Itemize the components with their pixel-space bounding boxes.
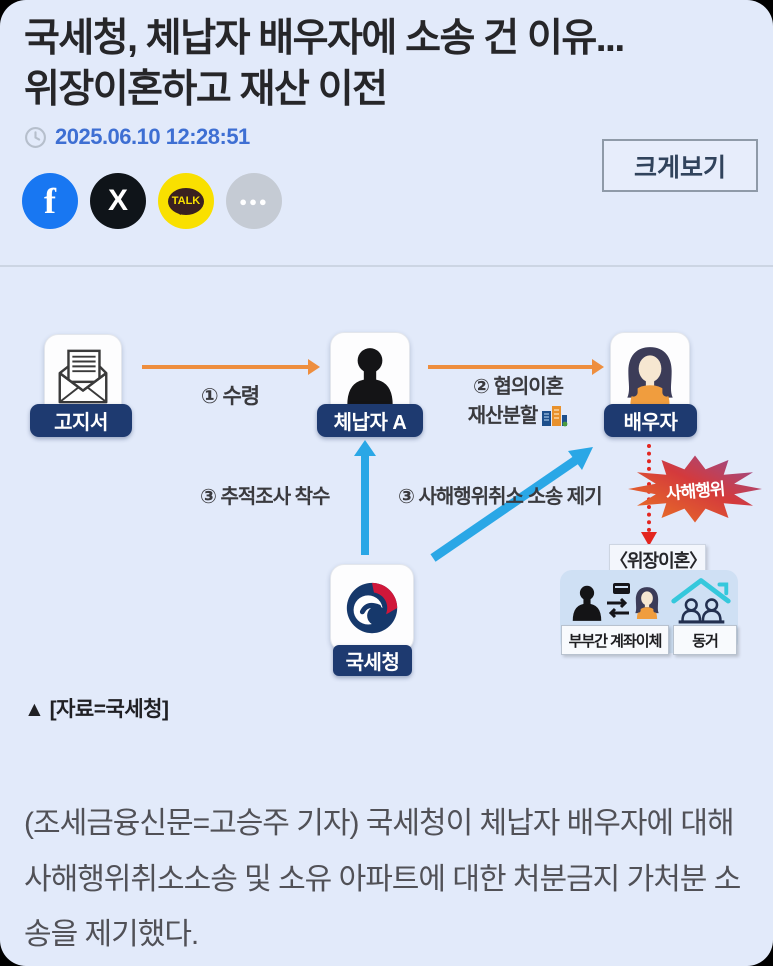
envelope-icon [58, 349, 108, 403]
image-caption: ▲ [자료=국세청] [24, 698, 169, 721]
kakaotalk-icon-label: TALK [171, 195, 201, 207]
article-paragraph: (조세금융신문=고승주 기자) 국세청이 체납자 배우자에 대해 사해행위취소소… [24, 807, 741, 951]
x-icon: X [107, 184, 128, 217]
step2-label: ② 협의이혼 재산분할 [438, 370, 598, 428]
trace-investigation-arrow [354, 440, 376, 555]
step2-line-1: ② 협의이혼 [472, 376, 564, 398]
man-silhouette-icon [347, 347, 393, 405]
step2-line-2: 재산분할 [467, 405, 539, 427]
notice-label: 고지서 [30, 404, 132, 437]
nts-label: 국세청 [333, 645, 412, 676]
divorce-arrow [428, 359, 604, 375]
clock-icon [25, 126, 46, 148]
account-transfer-icon [607, 583, 630, 619]
headline-line-2: 위장이혼하고 재산 이전 [24, 67, 388, 111]
facebook-share-button[interactable]: f [22, 173, 78, 229]
lawsuit-arrow [430, 447, 593, 562]
starburst-icon [628, 455, 762, 523]
nts-icon-box [330, 564, 414, 652]
evidence1-label: 부부간 계좌이체 [561, 625, 669, 655]
woman-icon [627, 346, 673, 405]
article-timestamp: 2025.06.10 12:28:51 [55, 124, 250, 149]
kakaotalk-icon: TALK [168, 187, 204, 215]
headline-line-1: 국세청, 체납자 배우자에 소송 건 이유... [24, 17, 625, 60]
scheme-diagram: 고지서 ① 수령 체납자 A ② 협의이혼 재산분할 [0, 268, 773, 688]
delinquent-label: 체납자 A [317, 404, 423, 437]
husband-silhouette-icon [572, 585, 602, 621]
enlarge-view-button[interactable]: 크게보기 [602, 139, 758, 192]
evidence2-label: 동거 [673, 625, 737, 655]
fraud-burst: 사해행위 [624, 451, 766, 527]
step3a-label: ③ 추적조사 착수 [200, 486, 330, 508]
spouse-label: 배우자 [604, 404, 697, 437]
nts-government-logo [346, 582, 398, 634]
x-share-button[interactable]: X [90, 173, 146, 229]
kakao-share-button[interactable]: TALK [158, 173, 214, 229]
facebook-icon: f [44, 181, 56, 221]
page-title: 국세청, 체납자 배우자에 소송 건 이유... 위장이혼하고 재산 이전 [24, 14, 754, 115]
cohabitation-house-icon [671, 578, 731, 624]
fraud-burst-label: 사해행위 [665, 478, 726, 504]
share-buttons: f X TALK ●●● [22, 173, 282, 229]
article-meta: 2025.06.10 12:28:51 [24, 124, 250, 150]
step3b-label: ③ 사해행위취소 소송 제기 [398, 486, 603, 508]
receive-arrow [142, 359, 320, 375]
fake-divorce-label: 〈위장이혼〉 [609, 544, 707, 575]
more-dots-icon: ●●● [239, 193, 269, 209]
buildings-icon [542, 406, 568, 427]
wife-icon [635, 587, 659, 619]
section-divider [0, 265, 773, 267]
more-share-button[interactable]: ●●● [226, 173, 282, 229]
step1-label: ① 수령 [200, 385, 260, 408]
